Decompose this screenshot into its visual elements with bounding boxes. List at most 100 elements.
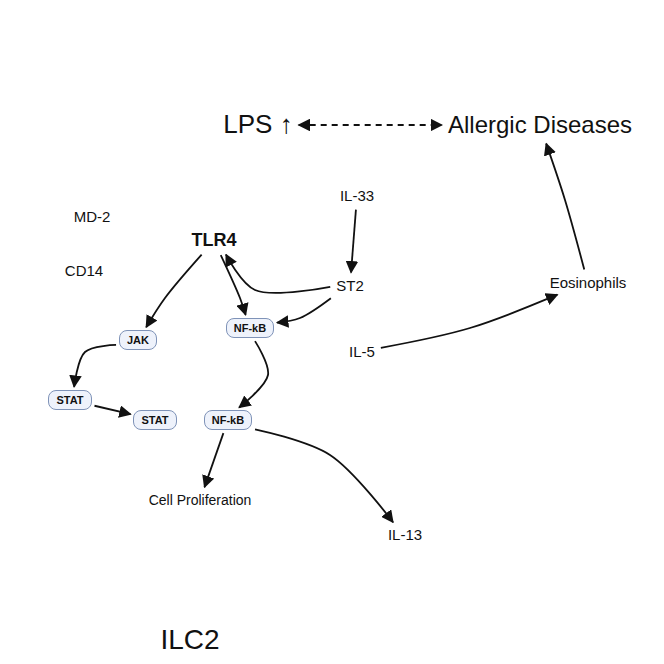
node-text: Cell Proliferation <box>149 492 252 508</box>
particle-dot <box>157 183 164 190</box>
st2-receptor <box>303 249 321 296</box>
particle-dot <box>348 396 355 403</box>
particle-dot <box>165 167 172 174</box>
nucleus <box>65 345 431 589</box>
block-mark <box>282 179 294 191</box>
particle-dot <box>205 149 212 156</box>
particle-dot <box>296 212 306 222</box>
particle-dot <box>421 510 428 517</box>
particle-dot <box>397 462 404 469</box>
particle-dot <box>389 461 396 468</box>
il5-particles <box>322 369 421 427</box>
cytokine-label: IL-13 <box>385 524 425 545</box>
node-text: Allergic Diseases <box>448 111 632 139</box>
particle-dot <box>351 390 358 397</box>
particle-dot <box>335 234 345 244</box>
connector-arrow <box>299 124 442 126</box>
particle-dot <box>360 400 367 407</box>
signal-box: JAK <box>119 330 157 351</box>
outcome-label: Allergic Diseases <box>445 109 635 141</box>
particle-dot <box>319 220 329 230</box>
binding-arrow <box>184 194 190 204</box>
particle-dot <box>326 414 333 421</box>
particle-dot <box>403 480 410 487</box>
particle-dot <box>414 378 421 385</box>
connector-arrow <box>277 298 331 322</box>
node-text: Eosinophils <box>550 274 627 291</box>
particle-dot <box>332 214 342 224</box>
particle-dot <box>221 179 228 186</box>
particle-dot <box>348 388 355 395</box>
node-text: ST2 <box>336 277 364 294</box>
particle-dot <box>359 509 366 516</box>
node-text: NF-kB <box>212 414 244 427</box>
cytokine-label: IL-5 <box>346 341 378 362</box>
signal-box: STAT <box>133 410 176 431</box>
particle-dot <box>322 389 329 396</box>
cytokine-label: IL-33 <box>337 185 377 206</box>
signal-box: NF-kB <box>204 410 252 431</box>
particle-dot <box>330 369 337 376</box>
connector-arrow <box>146 255 201 328</box>
particle-dot <box>310 215 320 225</box>
connector-arrow <box>239 341 268 407</box>
particle-dot <box>317 509 324 516</box>
particle-dot <box>346 461 353 468</box>
particle-dot <box>208 168 215 175</box>
connector-arrow <box>381 295 557 348</box>
node-text: STAT <box>56 394 83 407</box>
receptor-label: TLR4 <box>189 228 240 253</box>
connector-arrow <box>226 255 330 293</box>
il33-particles <box>296 205 346 244</box>
connector-arrow <box>221 255 246 315</box>
particle-dot <box>204 172 211 179</box>
particle-dot <box>204 165 211 172</box>
node-text: IL-13 <box>388 526 422 543</box>
particle-dot <box>177 155 184 162</box>
particle-dot <box>324 445 331 452</box>
particle-dot <box>401 403 408 410</box>
particle-dot <box>328 420 335 427</box>
eosinophil-cells <box>536 303 631 385</box>
particle-dot <box>328 511 335 518</box>
particle-dot <box>214 156 221 163</box>
particle-dot <box>420 507 427 514</box>
particle-dot <box>300 213 310 223</box>
node-text: JAK <box>127 334 149 347</box>
particle-dot <box>202 170 209 177</box>
particle-dot <box>376 378 383 385</box>
lps-particles <box>157 149 229 191</box>
particle-dot <box>321 500 328 507</box>
connector-arrow <box>351 210 356 273</box>
human-icon <box>472 9 512 82</box>
node-text: ILC2 <box>160 624 219 656</box>
cd14-receptor <box>116 256 172 283</box>
tlr4-receptor <box>158 206 192 296</box>
connector-arrow <box>74 345 116 387</box>
particle-dot <box>406 464 413 471</box>
particle-dot <box>330 494 337 501</box>
node-text: IL-33 <box>340 187 374 204</box>
particle-dot <box>382 493 389 500</box>
part-label: MD-2 <box>74 208 111 225</box>
outcome-label: Cell Proliferation <box>146 490 255 510</box>
particle-dot <box>378 373 385 380</box>
particle-dot <box>355 382 362 389</box>
trigger-label: LPS ↑ <box>220 108 295 142</box>
node-text: STAT <box>141 414 168 427</box>
particle-dot <box>391 511 398 518</box>
particle-dot <box>313 213 323 223</box>
particle-dot <box>340 485 347 492</box>
particle-dot <box>381 420 388 427</box>
node-text: NF-kB <box>234 322 266 335</box>
particle-dot <box>327 233 337 243</box>
cell-label: Eosinophils <box>547 272 630 293</box>
particle-dot <box>408 388 415 395</box>
signal-box: NF-kB <box>226 318 274 339</box>
particle-dot <box>366 374 373 381</box>
node-text: IL-5 <box>349 343 375 360</box>
particle-dot <box>385 380 392 387</box>
